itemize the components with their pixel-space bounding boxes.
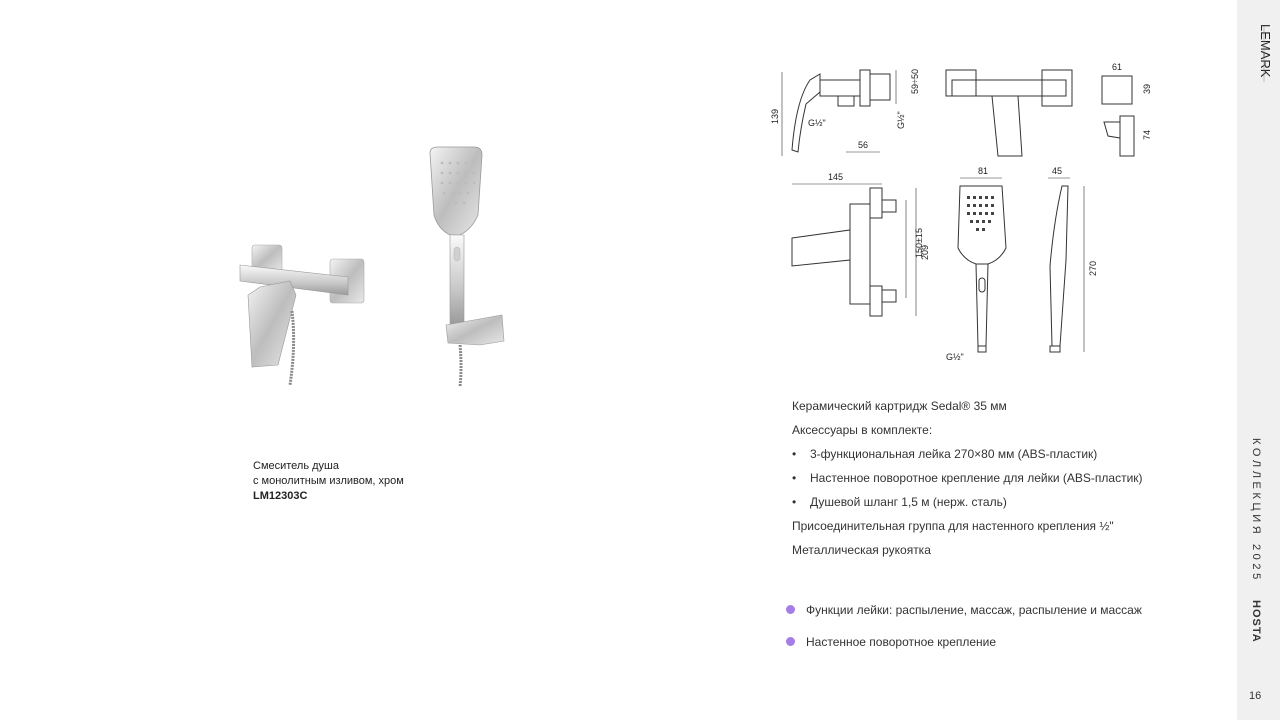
technical-drawings: 139 59÷50 G½" G½" 56 61 39 74 145 — [770, 62, 1152, 362]
shower-side-drawing: 45 270 — [1048, 166, 1098, 353]
dim-g12b: G½" — [808, 118, 826, 128]
dim-270: 270 — [1088, 261, 1098, 276]
product-code: LM12303C — [253, 490, 308, 502]
collection-label: КОЛЛЕКЦИЯ 2025 — [1250, 438, 1262, 583]
accessory-item: •Настенное поворотное крепление для лейк… — [792, 471, 1143, 485]
bullet-dot-icon — [786, 637, 795, 646]
dim-139: 139 — [770, 109, 780, 124]
holder-drawing: 61 39 74 — [1101, 62, 1152, 157]
dim-39: 39 — [1142, 84, 1152, 94]
product-caption: Смеситель душа с монолитным изливом, хро… — [253, 459, 404, 504]
product-name-line1: Смеситель душа — [253, 460, 340, 472]
dim-g12c: G½" — [946, 352, 964, 362]
sidebar — [1237, 0, 1280, 720]
features-list: Функции лейки: распыление, массаж, распы… — [786, 602, 1142, 666]
dim-145: 145 — [828, 172, 843, 182]
feature-item: Функции лейки: распыление, массаж, распы… — [786, 602, 1142, 634]
hand-shower-photo — [429, 146, 505, 388]
side-view-drawing: 139 59÷50 G½" G½" 56 — [770, 69, 920, 156]
dim-81: 81 — [978, 166, 988, 176]
spec-accessories-title: Аксессуары в комплекте: — [792, 423, 933, 437]
spec-connection: Присоединительная группа для настенного … — [792, 519, 1114, 533]
brand-logo: LEMARK — [1258, 24, 1273, 82]
accessory-item: •Душевой шланг 1,5 м (нерж. сталь) — [792, 495, 1007, 509]
page-number: 16 — [1249, 690, 1262, 702]
dim-59: 59÷50 — [910, 69, 920, 94]
brand-name: LEMARK — [1258, 24, 1273, 78]
shower-front-drawing: 81 G½" — [946, 166, 1007, 362]
bullet-dot-icon — [786, 605, 795, 614]
accessory-item: •3-функциональная лейка 270×80 мм (ABS-п… — [792, 447, 1098, 461]
dim-45: 45 — [1052, 166, 1062, 176]
dim-61: 61 — [1112, 62, 1122, 72]
mixer-dim-drawing: 145 150±15 209 — [791, 172, 930, 317]
dim-150: 150±15 — [914, 228, 924, 258]
dim-209: 209 — [920, 245, 930, 260]
dim-74: 74 — [1142, 130, 1152, 140]
specifications: Керамический картридж Sedal® 35 мм Аксес… — [792, 398, 1143, 566]
spec-handle: Металлическая рукоятка — [792, 543, 931, 557]
feature-item: Настенное поворотное крепление — [786, 634, 1142, 666]
product-name-line2: с монолитным изливом, хром — [253, 475, 404, 487]
spec-cartridge: Керамический картридж Sedal® 35 мм — [792, 399, 1007, 413]
mixer-photo — [239, 244, 365, 386]
series-label: HOSTA — [1250, 600, 1262, 643]
dim-56: 56 — [858, 140, 868, 150]
dim-g12a: G½" — [896, 111, 906, 129]
front-view-drawing — [945, 69, 1073, 157]
